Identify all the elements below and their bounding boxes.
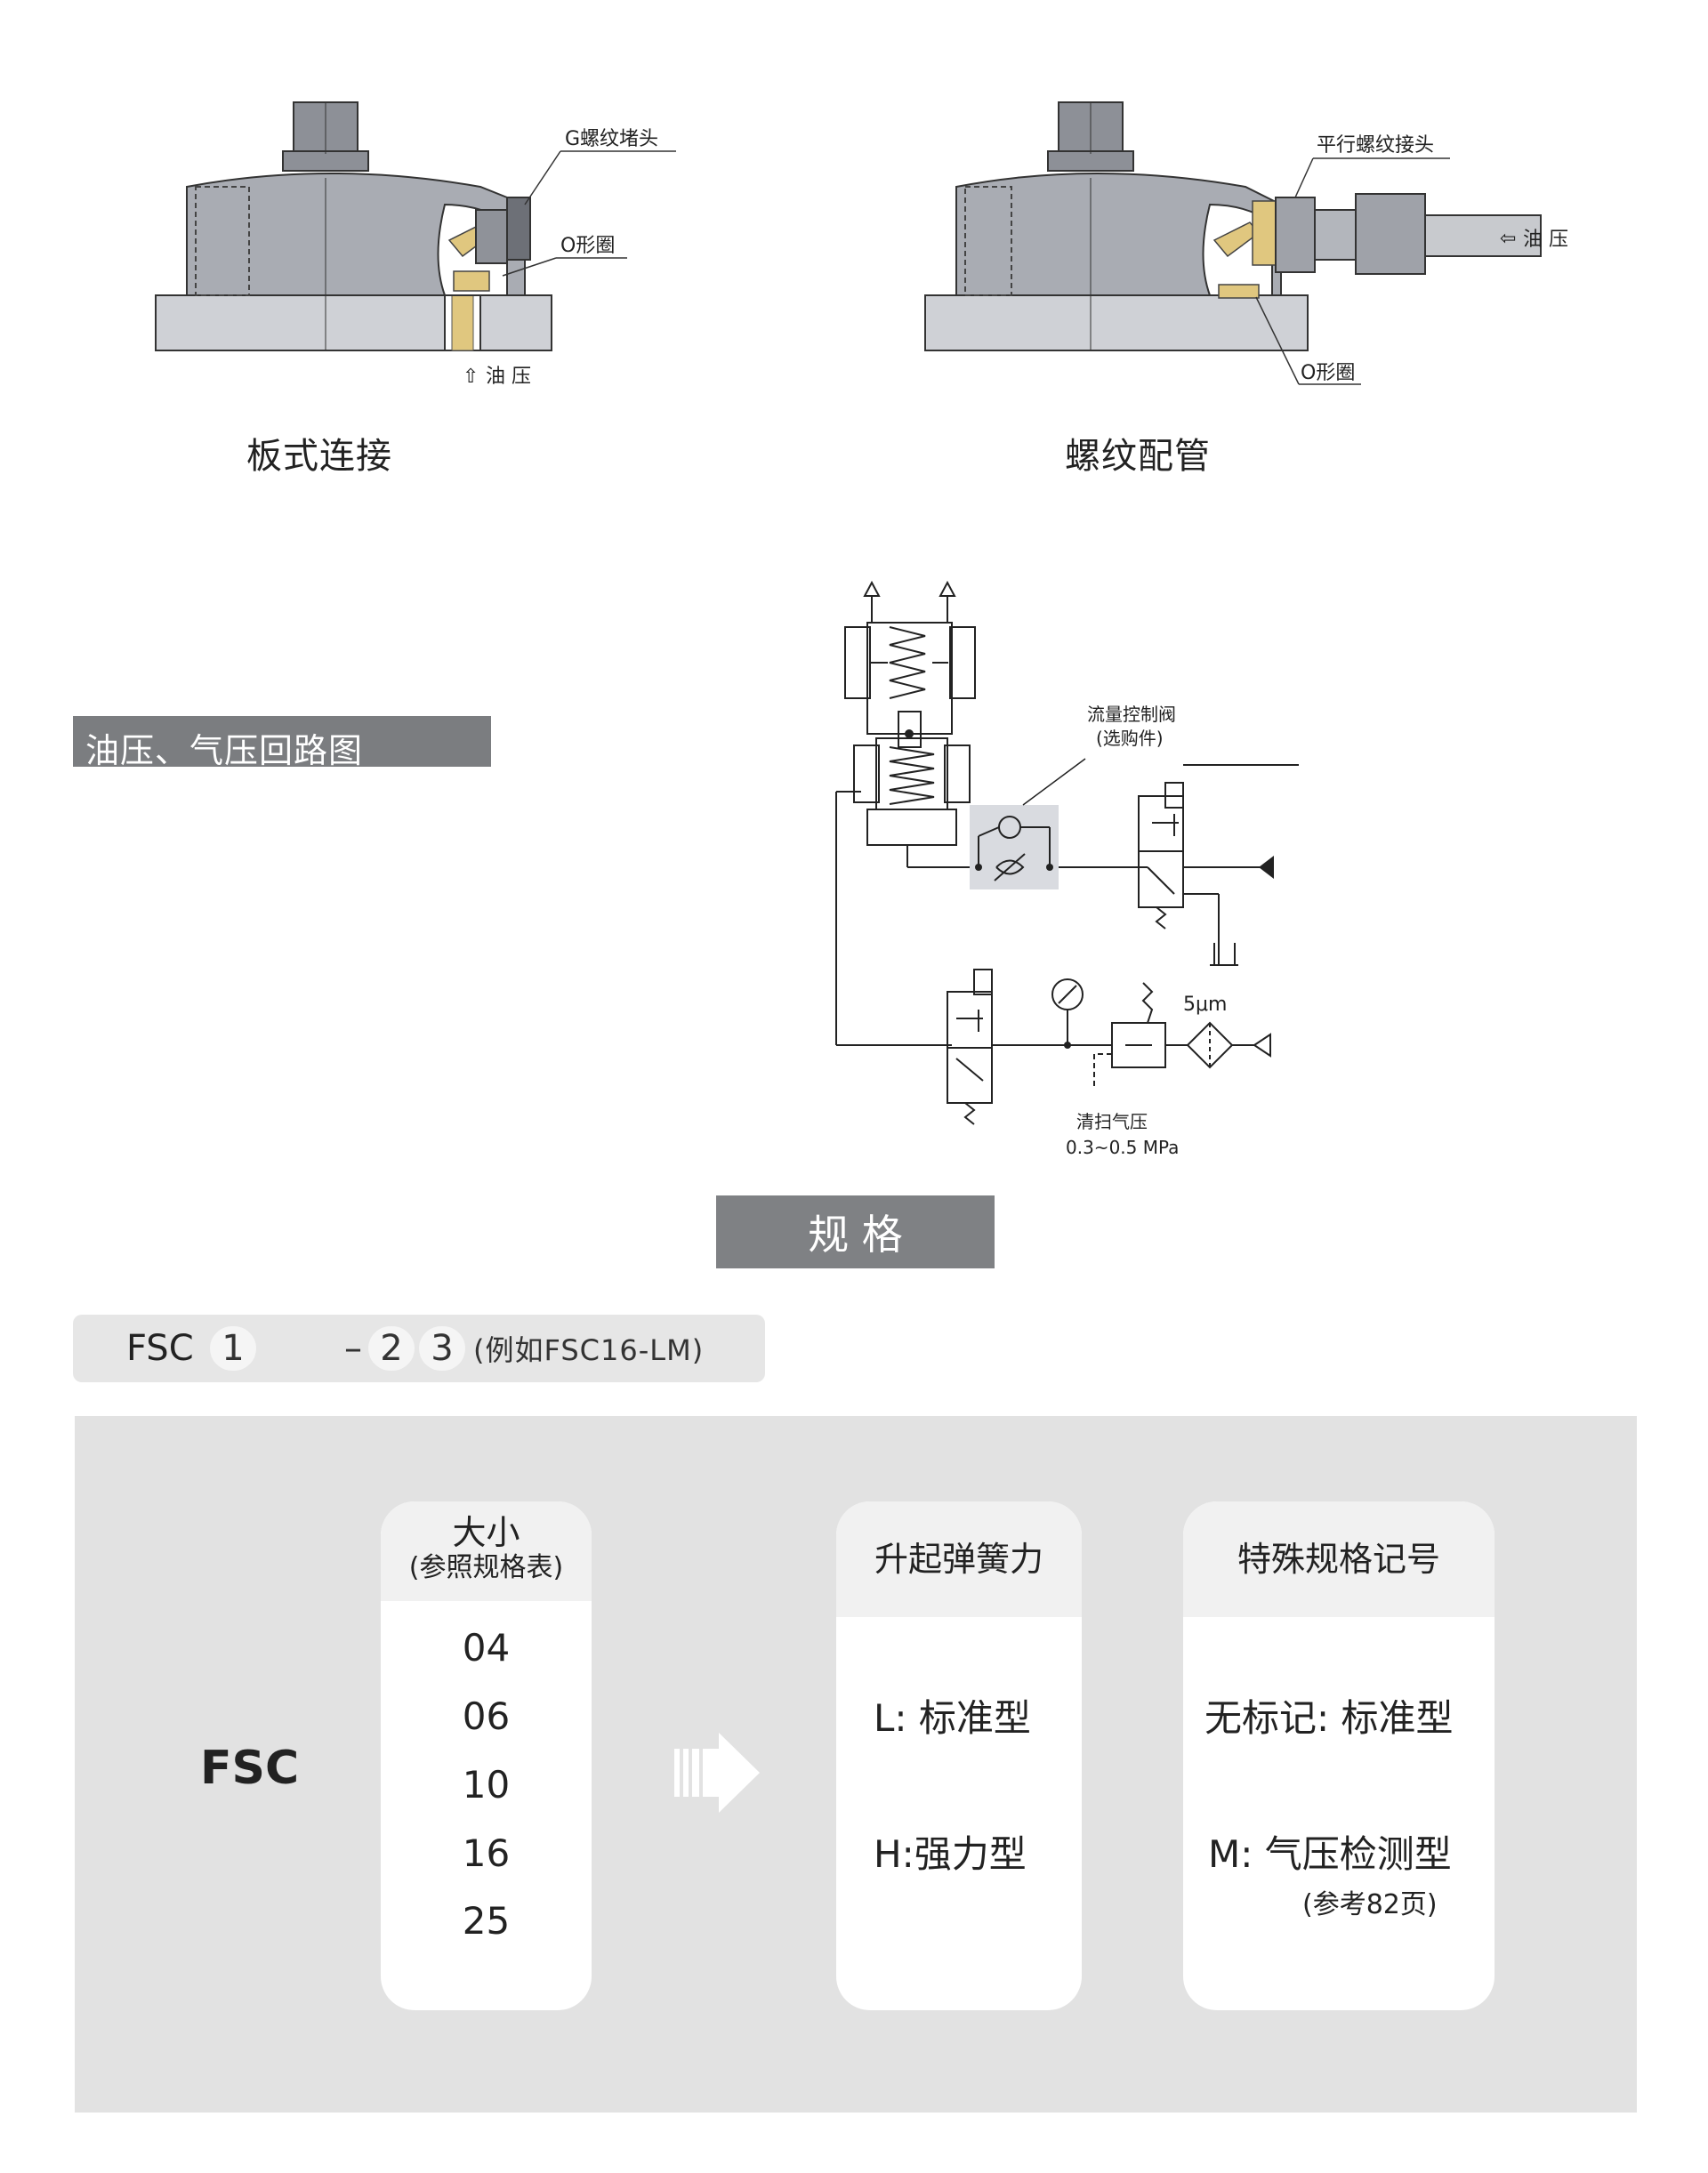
circuit-section-title: 油压、气压回路图 — [85, 731, 364, 770]
left-arrow-icon: ⇦ — [1500, 228, 1516, 250]
size-value: 06 — [462, 1694, 511, 1738]
flow-valve-label: 流量控制阀 — [1087, 704, 1176, 725]
threaded-piping-caption: 螺纹配管 — [1065, 436, 1211, 477]
size-value: 04 — [462, 1626, 511, 1670]
pressure-label: 油 压 — [486, 366, 531, 388]
up-arrow-icon: ⇧ — [463, 366, 479, 388]
panel-model-label: FSC — [200, 1742, 300, 1795]
spring-force-option: L: 标准型 — [874, 1696, 1031, 1740]
size-value: 16 — [462, 1831, 511, 1875]
code-example: (例如FSC16-LM) — [473, 1333, 705, 1367]
size-subheader: (参照规格表) — [408, 1552, 564, 1583]
size-card-header: 大小 (参照规格表) — [381, 1501, 592, 1601]
pressure-label: 油 压 — [1523, 229, 1568, 251]
size-card: 大小 (参照规格表) 04 06 10 16 25 — [381, 1501, 592, 2010]
code-part-1: 1 — [210, 1326, 256, 1371]
filter-rating-label: 5μm — [1183, 994, 1227, 1016]
special-spec-card: 特殊规格记号 无标记: 标准型 M: 气压检测型 (参考82页) — [1183, 1501, 1494, 2010]
model-prefix: FSC — [126, 1328, 194, 1369]
threaded-piping-diagram: 平行螺纹接头 ⇦ 油 压 O形圈 — [924, 101, 1568, 385]
special-spec-header: 特殊规格记号 — [1237, 1540, 1440, 1579]
code-part-3: 3 — [419, 1326, 465, 1371]
oring-label: O形圈 — [1301, 362, 1355, 384]
plate-connection-caption: 板式连接 — [246, 436, 392, 477]
circuit-section-banner: 油压、气压回路图 — [73, 716, 491, 767]
spring-force-card-header: 升起弹簧力 — [836, 1501, 1082, 1617]
right-arrow-icon — [674, 1733, 760, 1813]
purge-range: 0.3~0.5 MPa — [1066, 1137, 1179, 1158]
special-spec-card-header: 特殊规格记号 — [1183, 1501, 1494, 1617]
plate-connection-diagram: G螺纹堵头 O形圈 ⇧ 油 压 — [155, 101, 676, 388]
special-spec-option: 无标记: 标准型 — [1204, 1696, 1454, 1740]
size-value: 10 — [462, 1763, 511, 1807]
special-spec-note: (参考82页) — [1302, 1889, 1438, 1920]
plug-label: G螺纹堵头 — [565, 128, 658, 150]
oring-label: O形圈 — [560, 235, 615, 257]
model-code-bar: FSC 1 – 2 3 (例如FSC16-LM) — [73, 1315, 765, 1382]
special-spec-option: M: 气压检测型 — [1208, 1832, 1452, 1876]
spring-force-option: H:强力型 — [874, 1832, 1027, 1876]
spring-force-header: 升起弹簧力 — [874, 1540, 1043, 1579]
purge-label: 清扫气压 — [1076, 1111, 1148, 1132]
code-dash: – — [344, 1328, 362, 1369]
code-part-2: 2 — [368, 1326, 415, 1371]
spec-title: 规 格 — [716, 1195, 995, 1268]
spring-force-card: 升起弹簧力 L: 标准型 H:强力型 — [836, 1501, 1082, 2010]
flow-valve-note: (选购件) — [1096, 728, 1164, 749]
size-header: 大小 — [452, 1513, 520, 1552]
size-value: 25 — [462, 1899, 511, 1943]
fitting-label: 平行螺纹接头 — [1317, 134, 1434, 157]
circuit-diagram: 流量控制阀 (选购件) — [835, 580, 1299, 1158]
